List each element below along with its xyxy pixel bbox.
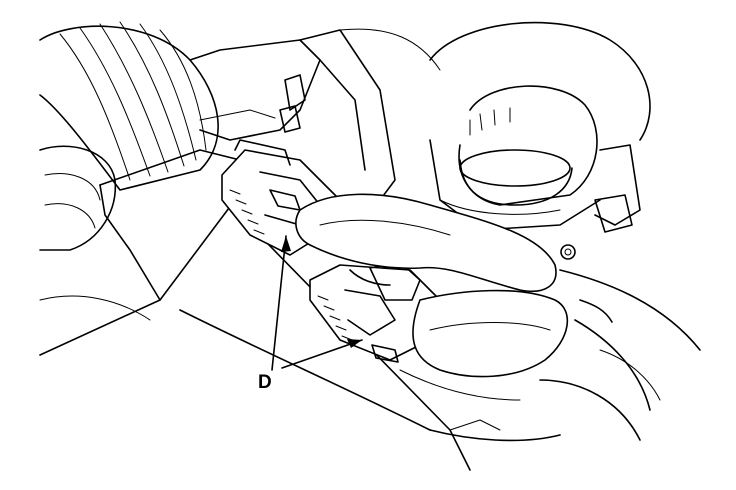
callout-lines (271, 235, 363, 371)
right-side-structure (539, 269, 701, 441)
wiring-harness (295, 193, 569, 378)
lower-tray (179, 199, 561, 471)
connector-lower (309, 261, 441, 363)
chassis-rail (299, 28, 441, 201)
upper-bracket (189, 39, 321, 141)
callout-label-d: D (258, 372, 272, 393)
reservoir-tank (429, 21, 651, 233)
air-intake-duct (39, 21, 219, 251)
mounting-bolt (560, 244, 613, 323)
